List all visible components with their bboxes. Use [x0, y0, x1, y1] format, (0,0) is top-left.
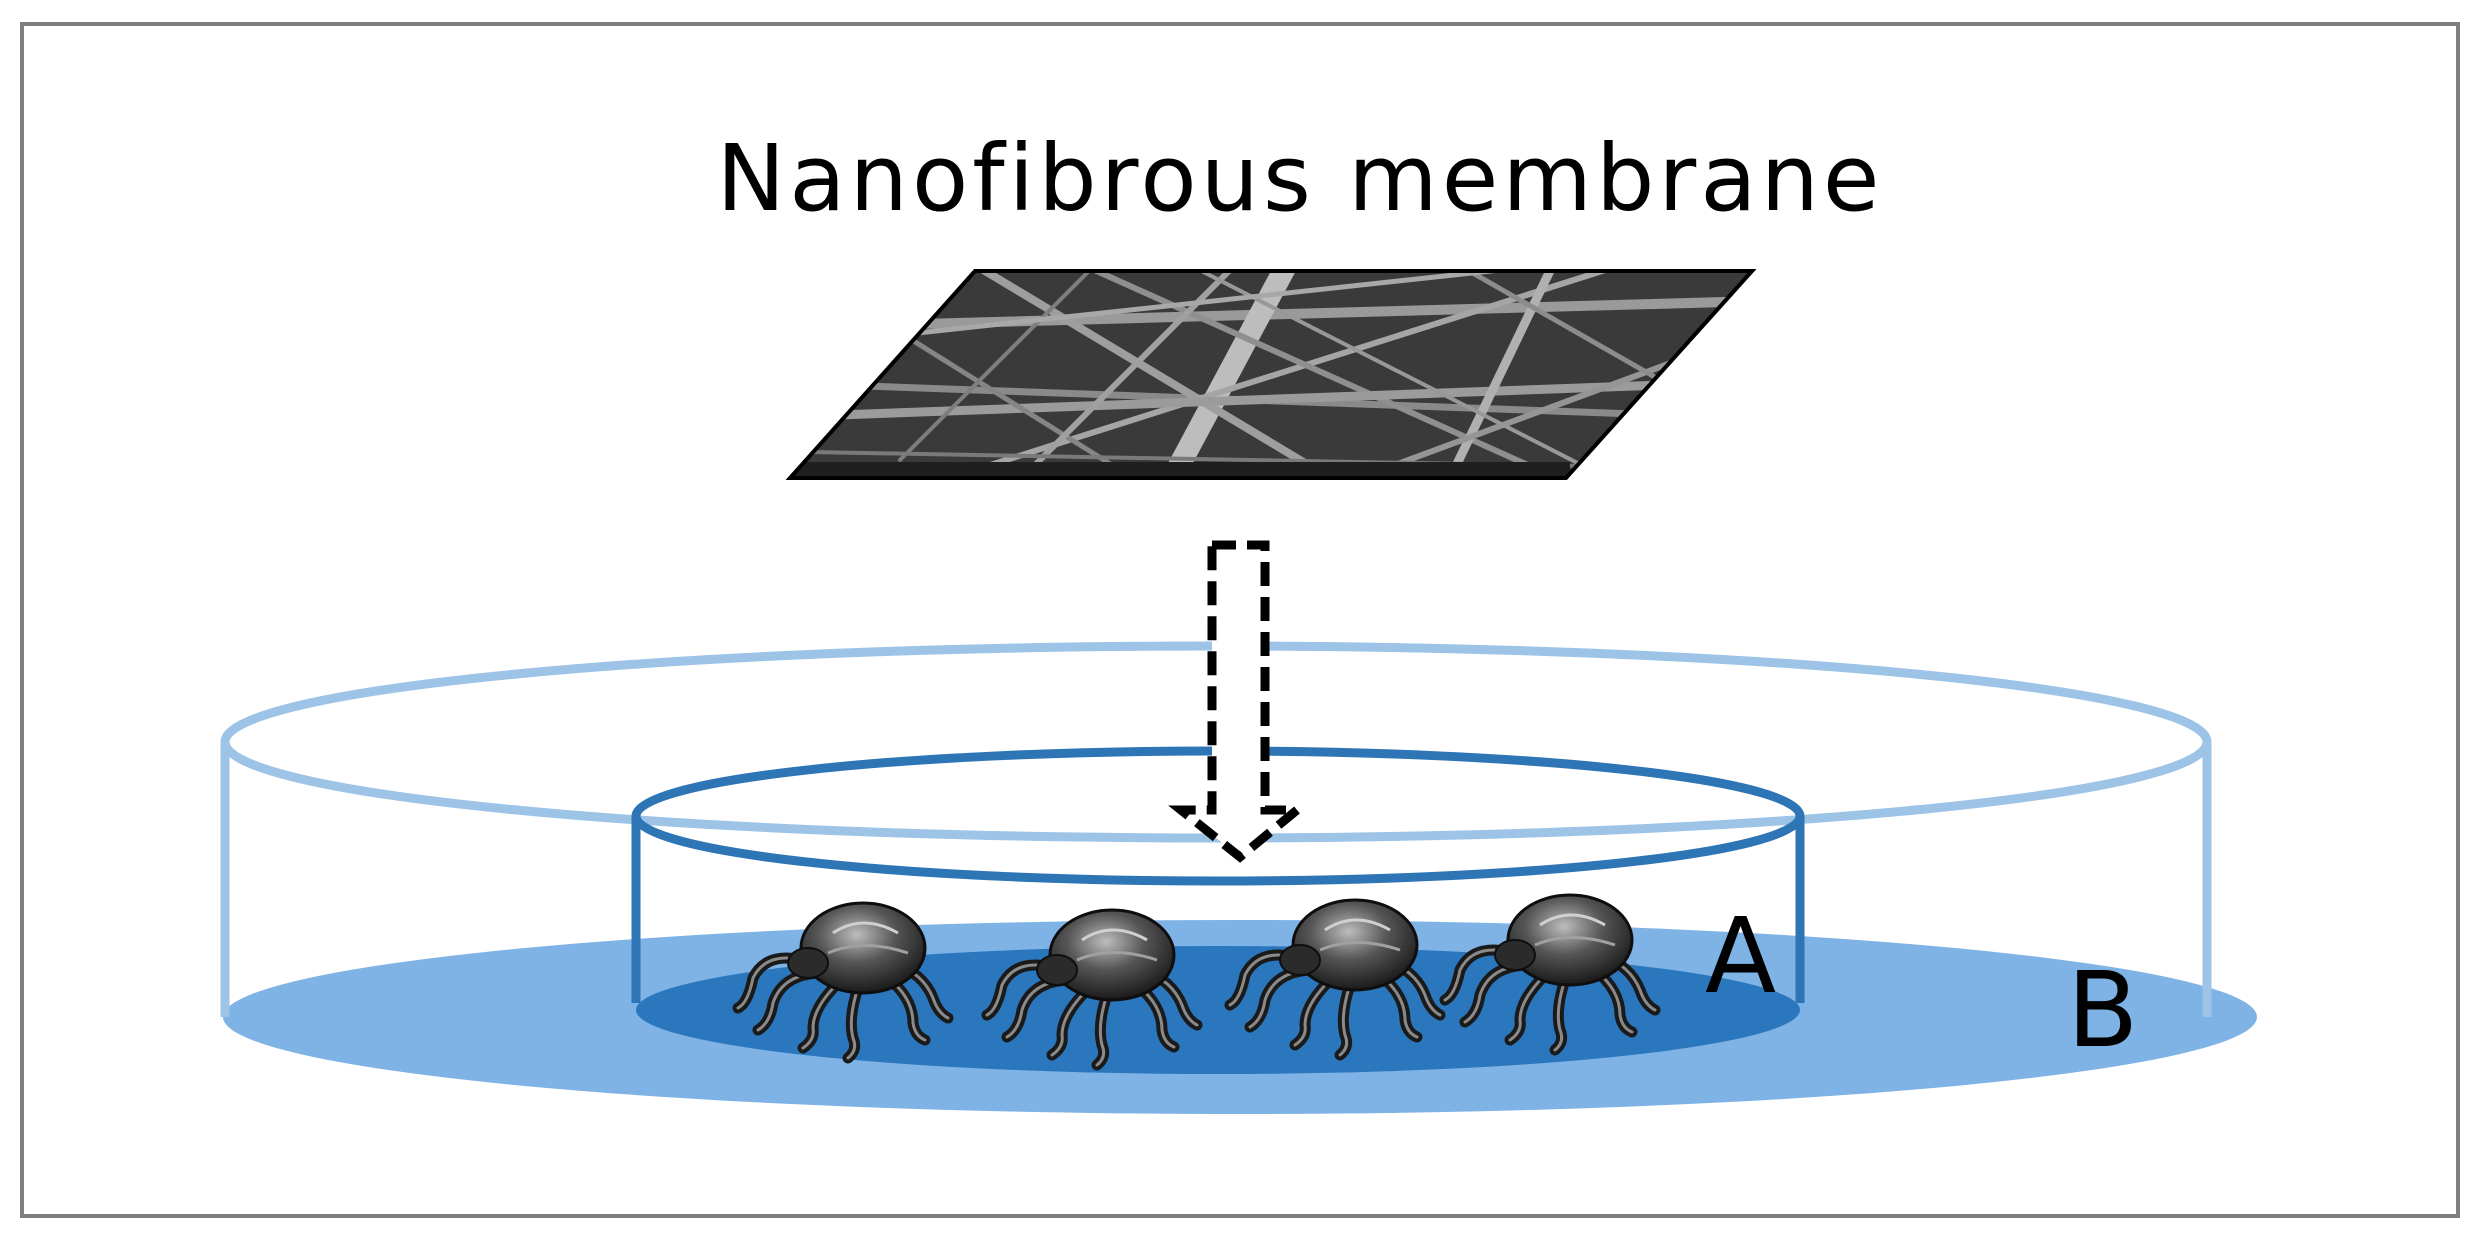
- membrane-sem-image: [785, 269, 1757, 480]
- dashed-down-arrow-icon: [1168, 540, 1310, 863]
- dust-mite-icon: [981, 908, 1203, 1071]
- membrane-title: Nanofibrous membrane: [716, 125, 1884, 232]
- label-outer-dish-b: B: [2067, 949, 2139, 1071]
- figure-border: [20, 22, 2460, 1218]
- label-inner-dish-a: A: [1705, 895, 1777, 1017]
- dust-mite-icon: [1439, 893, 1661, 1056]
- dust-mite-icon: [1224, 898, 1446, 1061]
- dust-mite-icon: [732, 901, 954, 1064]
- dust-mite-group: [732, 893, 1661, 1071]
